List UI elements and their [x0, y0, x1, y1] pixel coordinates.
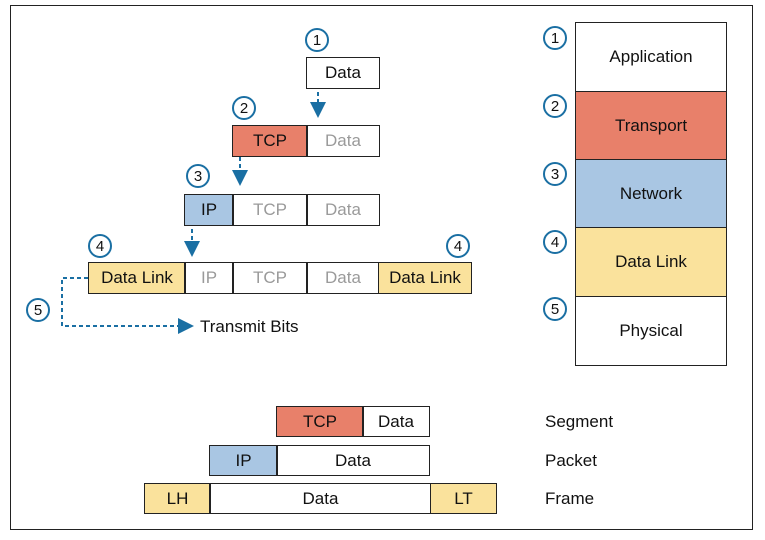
- layer-application: Application: [575, 22, 727, 92]
- row4-ip: IP: [184, 262, 234, 294]
- row2-tcp-header: TCP: [232, 125, 308, 157]
- segment-label: Segment: [545, 412, 614, 431]
- layer-3-marker: 3: [543, 162, 567, 186]
- layer-transport: Transport: [575, 91, 727, 160]
- layer-5-marker: 5: [543, 297, 567, 321]
- frame-lh: LH: [144, 483, 211, 514]
- frame-label: Frame: [545, 489, 595, 508]
- frame-lt: LT: [430, 483, 497, 514]
- row2-data: Data: [306, 125, 380, 157]
- row4-dl-trailer: Data Link: [378, 262, 472, 294]
- step-5-marker: 5: [26, 298, 50, 322]
- step-4-marker-right: 4: [446, 234, 470, 258]
- row4-data: Data: [306, 262, 380, 294]
- diagram-frame: [10, 5, 753, 530]
- layer-network: Network: [575, 159, 727, 228]
- row3-data: Data: [306, 194, 380, 226]
- row3-tcp: TCP: [232, 194, 308, 226]
- packet-data: Data: [276, 445, 430, 476]
- step-3-marker: 3: [186, 164, 210, 188]
- layer-data-link: Data Link: [575, 227, 727, 297]
- row3-ip-header: IP: [184, 194, 234, 226]
- row4-dl-header: Data Link: [88, 262, 186, 294]
- layer-1-marker: 1: [543, 26, 567, 50]
- step-1-marker: 1: [305, 28, 329, 52]
- segment-tcp: TCP: [276, 406, 364, 437]
- layer-4-marker: 4: [543, 230, 567, 254]
- packet-label: Packet: [545, 451, 597, 470]
- layer-2-marker: 2: [543, 94, 567, 118]
- packet-ip: IP: [209, 445, 278, 476]
- step-2-marker: 2: [232, 96, 256, 120]
- row1-data: Data: [306, 57, 380, 89]
- transmit-bits-label: Transmit Bits: [200, 317, 299, 336]
- frame-data: Data: [209, 483, 432, 514]
- layer-physical: Physical: [575, 296, 727, 366]
- step-4-marker-left: 4: [88, 234, 112, 258]
- row4-tcp: TCP: [232, 262, 308, 294]
- segment-data: Data: [362, 406, 430, 437]
